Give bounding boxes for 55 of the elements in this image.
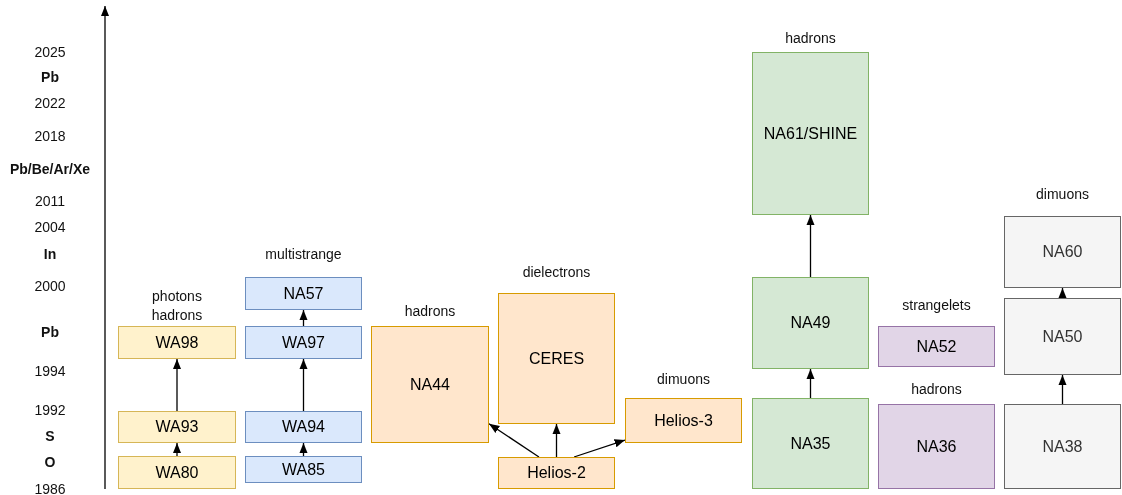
experiment-box: WA93 [118, 411, 236, 443]
experiment-box: NA60 [1004, 216, 1121, 288]
axis-label: O [43, 454, 57, 470]
arrow [299, 442, 308, 457]
arrow [488, 423, 540, 458]
experiment-box: NA52 [878, 326, 995, 367]
axis-label: Pb [40, 324, 60, 340]
experiment-box: Helios-3 [625, 398, 742, 443]
axis-label: 2000 [33, 278, 67, 294]
experiment-box: Helios-2 [498, 457, 615, 489]
experiment-box: WA85 [245, 456, 362, 483]
heading-label: hadrons [784, 29, 837, 48]
heading-label: strangelets [901, 296, 972, 315]
axis-label: 1994 [33, 363, 67, 379]
arrow [552, 423, 561, 458]
axis-label: Pb/Be/Ar/Xe [8, 161, 92, 177]
axis-label: 2022 [33, 95, 67, 111]
experiment-box: NA61/SHINE [752, 52, 869, 215]
experiment-box: NA35 [752, 398, 869, 489]
axis-label: 2011 [33, 193, 67, 209]
experiment-box: CERES [498, 293, 615, 424]
experiment-box: NA36 [878, 404, 995, 489]
axis-label: 2004 [33, 219, 67, 235]
heading-label: photons hadrons [150, 287, 204, 325]
arrow [299, 358, 308, 412]
axis-label: 1992 [33, 402, 67, 418]
axis-label: S [44, 428, 56, 444]
experiment-box: NA57 [245, 277, 362, 310]
experiment-box: NA38 [1004, 404, 1121, 489]
heading-label: dielectrons [521, 263, 592, 282]
arrow [1058, 374, 1067, 405]
axis-label: Pb [40, 69, 60, 85]
experiment-box: WA98 [118, 326, 236, 359]
experiment-box: WA80 [118, 456, 236, 489]
experiment-box: WA97 [245, 326, 362, 359]
arrow [172, 442, 182, 457]
experiment-box: NA50 [1004, 298, 1121, 375]
experiment-box: NA49 [752, 277, 869, 369]
axis-label: 2018 [33, 128, 67, 144]
arrow [806, 214, 815, 278]
heading-label: dimuons [656, 370, 711, 389]
axis-label: 2025 [33, 44, 67, 60]
heading-label: dimuons [1035, 185, 1090, 204]
experiment-box: WA94 [245, 411, 362, 443]
axis-label: In [42, 246, 58, 262]
arrow [299, 309, 308, 327]
experiment-box: NA44 [371, 326, 489, 443]
arrow [573, 439, 626, 458]
arrow [172, 358, 182, 412]
arrow [1058, 287, 1067, 299]
axis-label: 1986 [33, 481, 67, 495]
arrow [806, 368, 815, 399]
heading-label: hadrons [910, 380, 963, 399]
heading-label: hadrons [403, 302, 457, 321]
heading-label: multistrange [264, 245, 343, 264]
